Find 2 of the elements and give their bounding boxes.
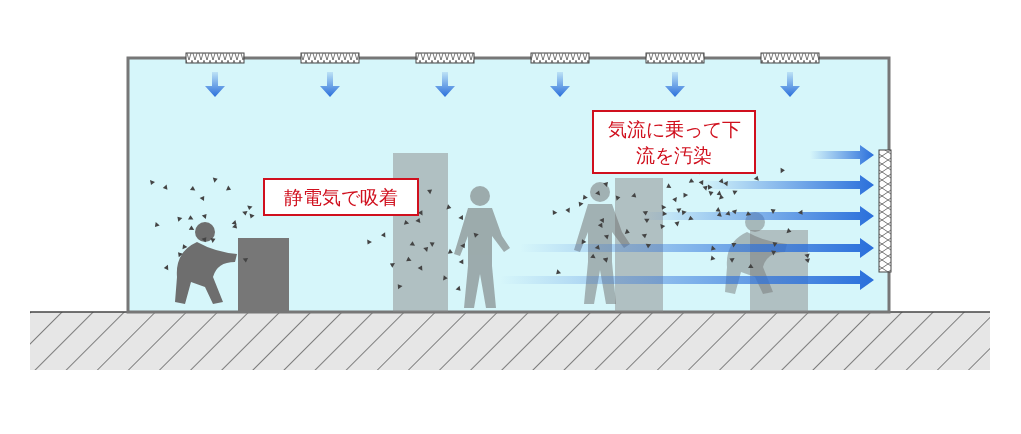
callout-label: 静電気で吸着: [263, 178, 419, 216]
callout-label: 気流に乗って下流を汚染: [592, 110, 756, 174]
